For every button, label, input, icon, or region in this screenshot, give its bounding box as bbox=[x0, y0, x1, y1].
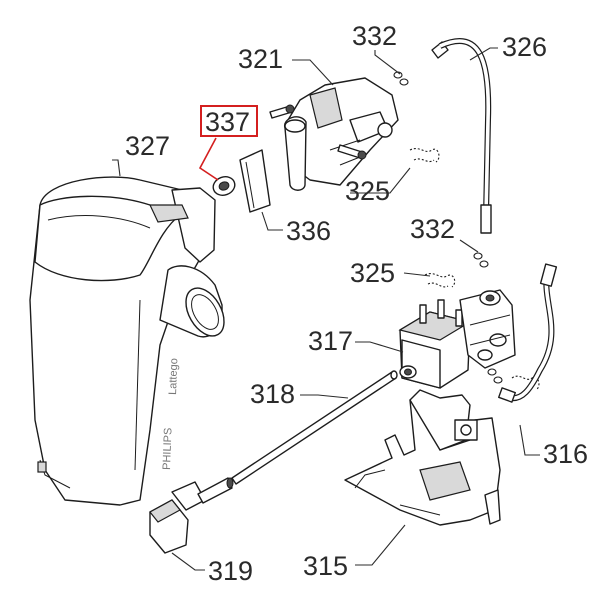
callout-319: 319 bbox=[208, 556, 253, 586]
carafe-model-text: Lattego bbox=[167, 358, 180, 395]
callout-317: 317 bbox=[308, 326, 353, 356]
leader-332-top bbox=[374, 50, 401, 75]
callout-332-top: 332 bbox=[352, 21, 397, 51]
clip-part-325-top bbox=[409, 148, 440, 163]
bracket-part-315 bbox=[344, 389, 501, 526]
leader-lines bbox=[112, 47, 540, 571]
callout-316: 316 bbox=[543, 439, 588, 469]
clip-part-325-mid bbox=[424, 273, 456, 288]
hose-part-326 bbox=[431, 38, 492, 234]
callout-326: 326 bbox=[502, 32, 547, 62]
leader-318 bbox=[300, 394, 349, 399]
callout-332-mid: 332 bbox=[410, 214, 455, 244]
callout-325-top: 325 bbox=[345, 176, 390, 206]
leader-325-top bbox=[350, 167, 411, 194]
connector-part-319 bbox=[149, 477, 234, 554]
leader-332-mid bbox=[459, 239, 479, 253]
leader-319 bbox=[171, 552, 205, 571]
solenoid-valve-part-317 bbox=[398, 289, 516, 389]
leader-336 bbox=[261, 211, 283, 231]
milk-carafe-part-327: Lattego PHILIPS bbox=[29, 176, 225, 506]
callout-327: 327 bbox=[125, 131, 170, 161]
callout-336: 336 bbox=[286, 216, 331, 246]
callout-labels: 321 332 326 337 327 325 336 332 325 317 … bbox=[125, 21, 588, 586]
leader-321 bbox=[292, 59, 334, 86]
leader-337-highlight bbox=[198, 137, 219, 181]
callout-315: 315 bbox=[303, 551, 348, 581]
leader-326 bbox=[469, 47, 498, 61]
leader-315 bbox=[355, 524, 406, 566]
leader-317 bbox=[355, 341, 404, 353]
leader-327 bbox=[112, 159, 121, 177]
cover-part-336 bbox=[239, 149, 271, 213]
tube-part-318 bbox=[231, 370, 398, 485]
callout-318: 318 bbox=[250, 379, 295, 409]
o-rings-part-332-mid bbox=[473, 252, 489, 268]
carafe-brand-text: PHILIPS bbox=[161, 428, 174, 471]
hose-part-316 bbox=[498, 263, 558, 403]
callout-325-mid: 325 bbox=[350, 258, 395, 288]
o-rings-part-332-top bbox=[393, 71, 409, 86]
valve-block-part-321 bbox=[269, 77, 399, 191]
gasket-part-337 bbox=[212, 176, 236, 196]
callout-321: 321 bbox=[238, 44, 283, 74]
clip-part-325-lower bbox=[511, 375, 540, 391]
leader-325-mid bbox=[403, 272, 431, 277]
callout-337-highlight-box bbox=[200, 105, 258, 137]
callout-337: 337 bbox=[205, 107, 250, 137]
leader-316 bbox=[519, 424, 540, 456]
